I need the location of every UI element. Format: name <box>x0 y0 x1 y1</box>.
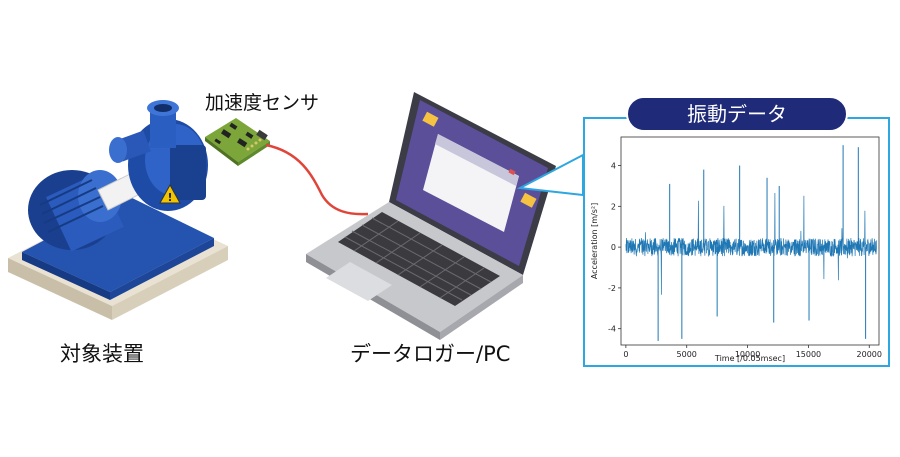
x-tick-label: 10000 <box>735 350 760 359</box>
touchpad <box>326 262 392 301</box>
sensor-cable <box>265 143 369 216</box>
x-tick-label: 15000 <box>796 350 821 359</box>
vibration-data-panel: -4 -2 0 2 4 0 5000 10000 15000 20000 Time [/0.05… <box>583 117 890 367</box>
vibration-signal-line <box>625 192 877 295</box>
sensor-board-illustration <box>205 118 270 166</box>
pump-illustration: ! <box>8 100 228 320</box>
x-tick-label: 20000 <box>857 350 882 359</box>
y-tick-label: -2 <box>608 284 616 293</box>
y-ticks: -4 -2 0 2 4 <box>608 162 621 334</box>
folder-icon <box>422 111 439 127</box>
vibration-chart: -4 -2 0 2 4 0 5000 10000 15000 20000 Time [/0.05… <box>590 136 882 363</box>
y-axis-label: Acceleration [m/s²] <box>590 203 599 279</box>
x-axis-label: Time [/0.05msec] <box>714 354 785 363</box>
y-tick-label: 2 <box>611 202 616 211</box>
logger-label: データロガー/PC <box>350 342 511 366</box>
y-tick-label: 0 <box>611 243 616 252</box>
base-left <box>8 258 112 320</box>
svg-text:!: ! <box>168 191 173 204</box>
sensor-label: 加速度センサ <box>205 92 320 114</box>
warning-icon <box>159 183 181 204</box>
plot-frame <box>620 136 880 346</box>
laptop-illustration <box>306 92 556 340</box>
x-ticks: 0 5000 10000 15000 20000 <box>623 345 882 359</box>
keyboard <box>338 212 500 306</box>
y-tick-label: -4 <box>608 325 616 334</box>
vibration-data-title: 振動データ <box>626 96 848 132</box>
x-tick-label: 0 <box>623 350 628 359</box>
series-group <box>625 145 877 341</box>
x-tick-label: 5000 <box>677 350 697 359</box>
folder-icon-2 <box>520 192 537 208</box>
device-label: 対象装置 <box>60 342 144 366</box>
base-right <box>112 246 228 320</box>
plate-top <box>22 196 214 292</box>
y-tick-label: 4 <box>611 162 616 171</box>
